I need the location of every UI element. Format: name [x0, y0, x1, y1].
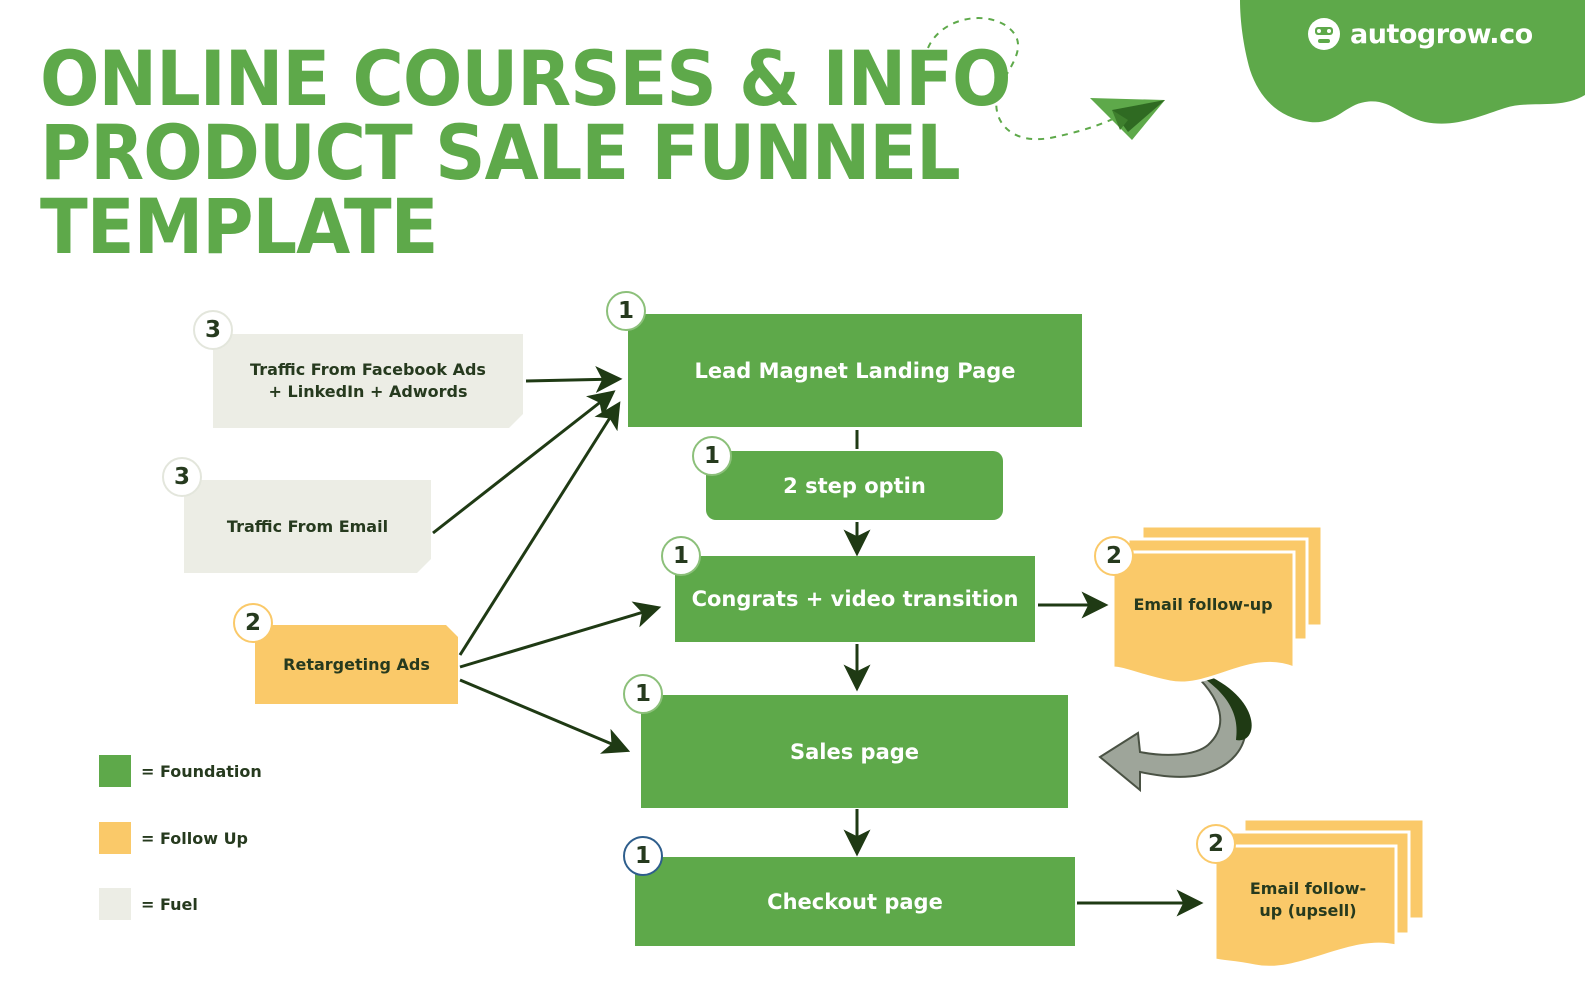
- legend-label-follow-up: = Follow Up: [141, 829, 249, 848]
- paper-plane-icon: [1090, 98, 1165, 140]
- legend-label-foundation: = Foundation: [141, 762, 262, 781]
- badge-traffic-facebook: 3: [193, 310, 233, 350]
- sales-page-box: Sales page: [641, 695, 1068, 808]
- arrow-retargeting-to-sales: [459, 678, 631, 754]
- email-followup-upsell-label: Email follow-up (upsell): [1249, 879, 1367, 920]
- legend-swatch-fuel: [99, 888, 131, 920]
- badge-retargeting: 2: [233, 603, 273, 643]
- congrats-video-transition-box: Congrats + video transition: [675, 556, 1035, 642]
- legend-swatch-follow-up: [99, 822, 131, 854]
- congrats-label: Congrats + video transition: [691, 587, 1019, 611]
- badge-sales-page: 1: [623, 674, 663, 714]
- lead-magnet-landing-page-box: Lead Magnet Landing Page: [628, 314, 1082, 427]
- email-followup-label: Email follow-up: [1133, 595, 1273, 614]
- badge-lead-magnet: 1: [606, 291, 646, 331]
- two-step-optin-label: 2 step optin: [783, 473, 926, 498]
- badge-congrats: 1: [661, 536, 701, 576]
- robot-face-icon: [1308, 18, 1340, 50]
- badge-traffic-email: 3: [162, 457, 202, 497]
- legend-label-fuel: = Fuel: [141, 895, 198, 914]
- title-line-1: ONLINE COURSES & INFO: [40, 34, 1012, 124]
- arrow-facebook-to-lead: [525, 365, 623, 393]
- badge-email-followup: 2: [1094, 536, 1134, 576]
- brand-logo[interactable]: autogrow.co: [1306, 16, 1533, 52]
- badge-two-step-optin: 1: [692, 436, 732, 476]
- sales-page-label: Sales page: [789, 739, 920, 764]
- brand-name: autogrow.co: [1350, 18, 1533, 50]
- legend-swatch-foundation: [99, 755, 131, 787]
- badge-email-followup-upsell: 2: [1196, 824, 1236, 864]
- two-step-optin-box: 2 step optin: [706, 451, 1003, 520]
- lead-magnet-label: Lead Magnet Landing Page: [694, 358, 1016, 383]
- retargeting-ads-label: Retargeting Ads: [283, 655, 430, 674]
- traffic-email-label: Traffic From Email: [226, 516, 389, 536]
- checkout-page-box: Checkout page: [635, 857, 1075, 946]
- title-line-2: PRODUCT SALE FUNNEL: [40, 108, 961, 198]
- checkout-page-label: Checkout page: [767, 889, 943, 914]
- traffic-facebook-label: Traffic From Facebook Ads + LinkedIn + A…: [250, 360, 486, 401]
- curved-return-arrow: [1098, 667, 1252, 793]
- traffic-facebook-box: Traffic From Facebook Ads + LinkedIn + A…: [213, 334, 523, 428]
- title-line-3: TEMPLATE: [40, 182, 438, 272]
- retargeting-ads-box: Retargeting Ads: [255, 625, 458, 704]
- arrow-retargeting-to-congrats: [459, 601, 662, 669]
- arrow-retargeting-to-lead: [458, 401, 621, 656]
- badge-checkout: 1: [623, 836, 663, 876]
- traffic-email-box: Traffic From Email: [184, 480, 431, 573]
